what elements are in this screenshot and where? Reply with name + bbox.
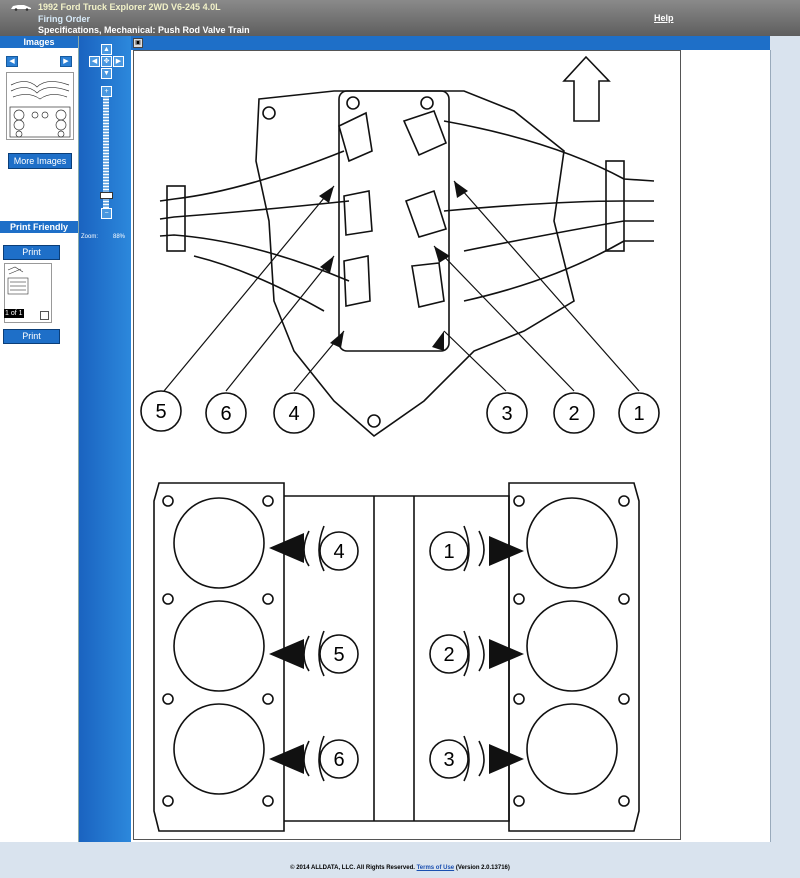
print-selected-button-bottom[interactable]: Print Selected <box>3 329 60 354</box>
print-friendly-title: Print Friendly <box>0 221 78 233</box>
pan-right-button[interactable]: ▶ <box>113 56 124 67</box>
left-panel: Images ◀ ▶ More Images Print Friendly Pr… <box>0 36 79 842</box>
page-count-label: 1 of 1 <box>4 309 24 318</box>
firing-order-diagram: 5 6 4 3 2 1 <box>133 50 681 840</box>
vehicle-title: 1992 Ford Truck Explorer 2WD V6-245 4.0L <box>38 2 221 12</box>
zoom-slider[interactable] <box>103 96 109 210</box>
top-label-2: 4 <box>288 403 299 425</box>
copyright-text: © 2014 ALLDATA, LLC. All Rights Reserved… <box>290 865 415 871</box>
pan-center-button[interactable]: ✥ <box>101 56 112 67</box>
pan-down-button[interactable]: ▼ <box>101 68 112 79</box>
top-label-4: 2 <box>568 403 579 425</box>
prev-image-button[interactable]: ◀ <box>6 56 18 67</box>
content-area: 5 6 4 3 2 1 <box>131 50 771 842</box>
content-toolbar: ▣ <box>131 36 770 50</box>
section-title: Firing Order <box>38 14 91 24</box>
bottom-left-label-2: 6 <box>333 749 344 771</box>
version-text: (Version 2.0.13716) <box>455 865 510 871</box>
bottom-right-label-0: 1 <box>443 541 454 563</box>
images-title: Images <box>0 36 78 48</box>
terms-of-use-link[interactable]: Terms of Use <box>416 865 455 871</box>
bottom-right-label-2: 3 <box>443 749 454 771</box>
bottom-right-label-1: 2 <box>443 644 454 666</box>
bottom-left-label-0: 4 <box>333 541 344 563</box>
zoom-toolbar: ▲ ◀ ✥ ▶ ▼ + − Zoom: 88% <box>79 36 131 842</box>
print-selected-button-top[interactable]: Print Selected <box>3 245 60 270</box>
help-link[interactable]: Help <box>654 13 674 23</box>
car-icon <box>11 5 31 11</box>
header-bar: 1992 Ford Truck Explorer 2WD V6-245 4.0L… <box>0 0 800 36</box>
zoom-out-button[interactable]: − <box>101 208 112 219</box>
more-images-button[interactable]: More Images <box>8 153 72 169</box>
page-select-checkbox[interactable] <box>40 311 49 320</box>
zoom-label: Zoom: <box>81 234 99 240</box>
next-image-button[interactable]: ▶ <box>60 56 72 67</box>
top-label-1: 6 <box>220 403 231 425</box>
pan-up-button[interactable]: ▲ <box>101 44 112 55</box>
zoom-value: 88% <box>113 234 126 240</box>
footer: © 2014 ALLDATA, LLC. All Rights Reserved… <box>0 865 800 871</box>
zoom-slider-handle[interactable] <box>100 192 113 199</box>
breadcrumb-path: Specifications, Mechanical: Push Rod Val… <box>38 25 250 35</box>
top-label-3: 3 <box>501 403 512 425</box>
expand-icon[interactable]: ▣ <box>133 38 143 48</box>
pan-left-button[interactable]: ◀ <box>89 56 100 67</box>
top-label-0: 5 <box>155 401 166 423</box>
top-label-5: 1 <box>633 403 644 425</box>
bottom-left-label-1: 5 <box>333 644 344 666</box>
image-thumbnail[interactable] <box>6 72 74 140</box>
